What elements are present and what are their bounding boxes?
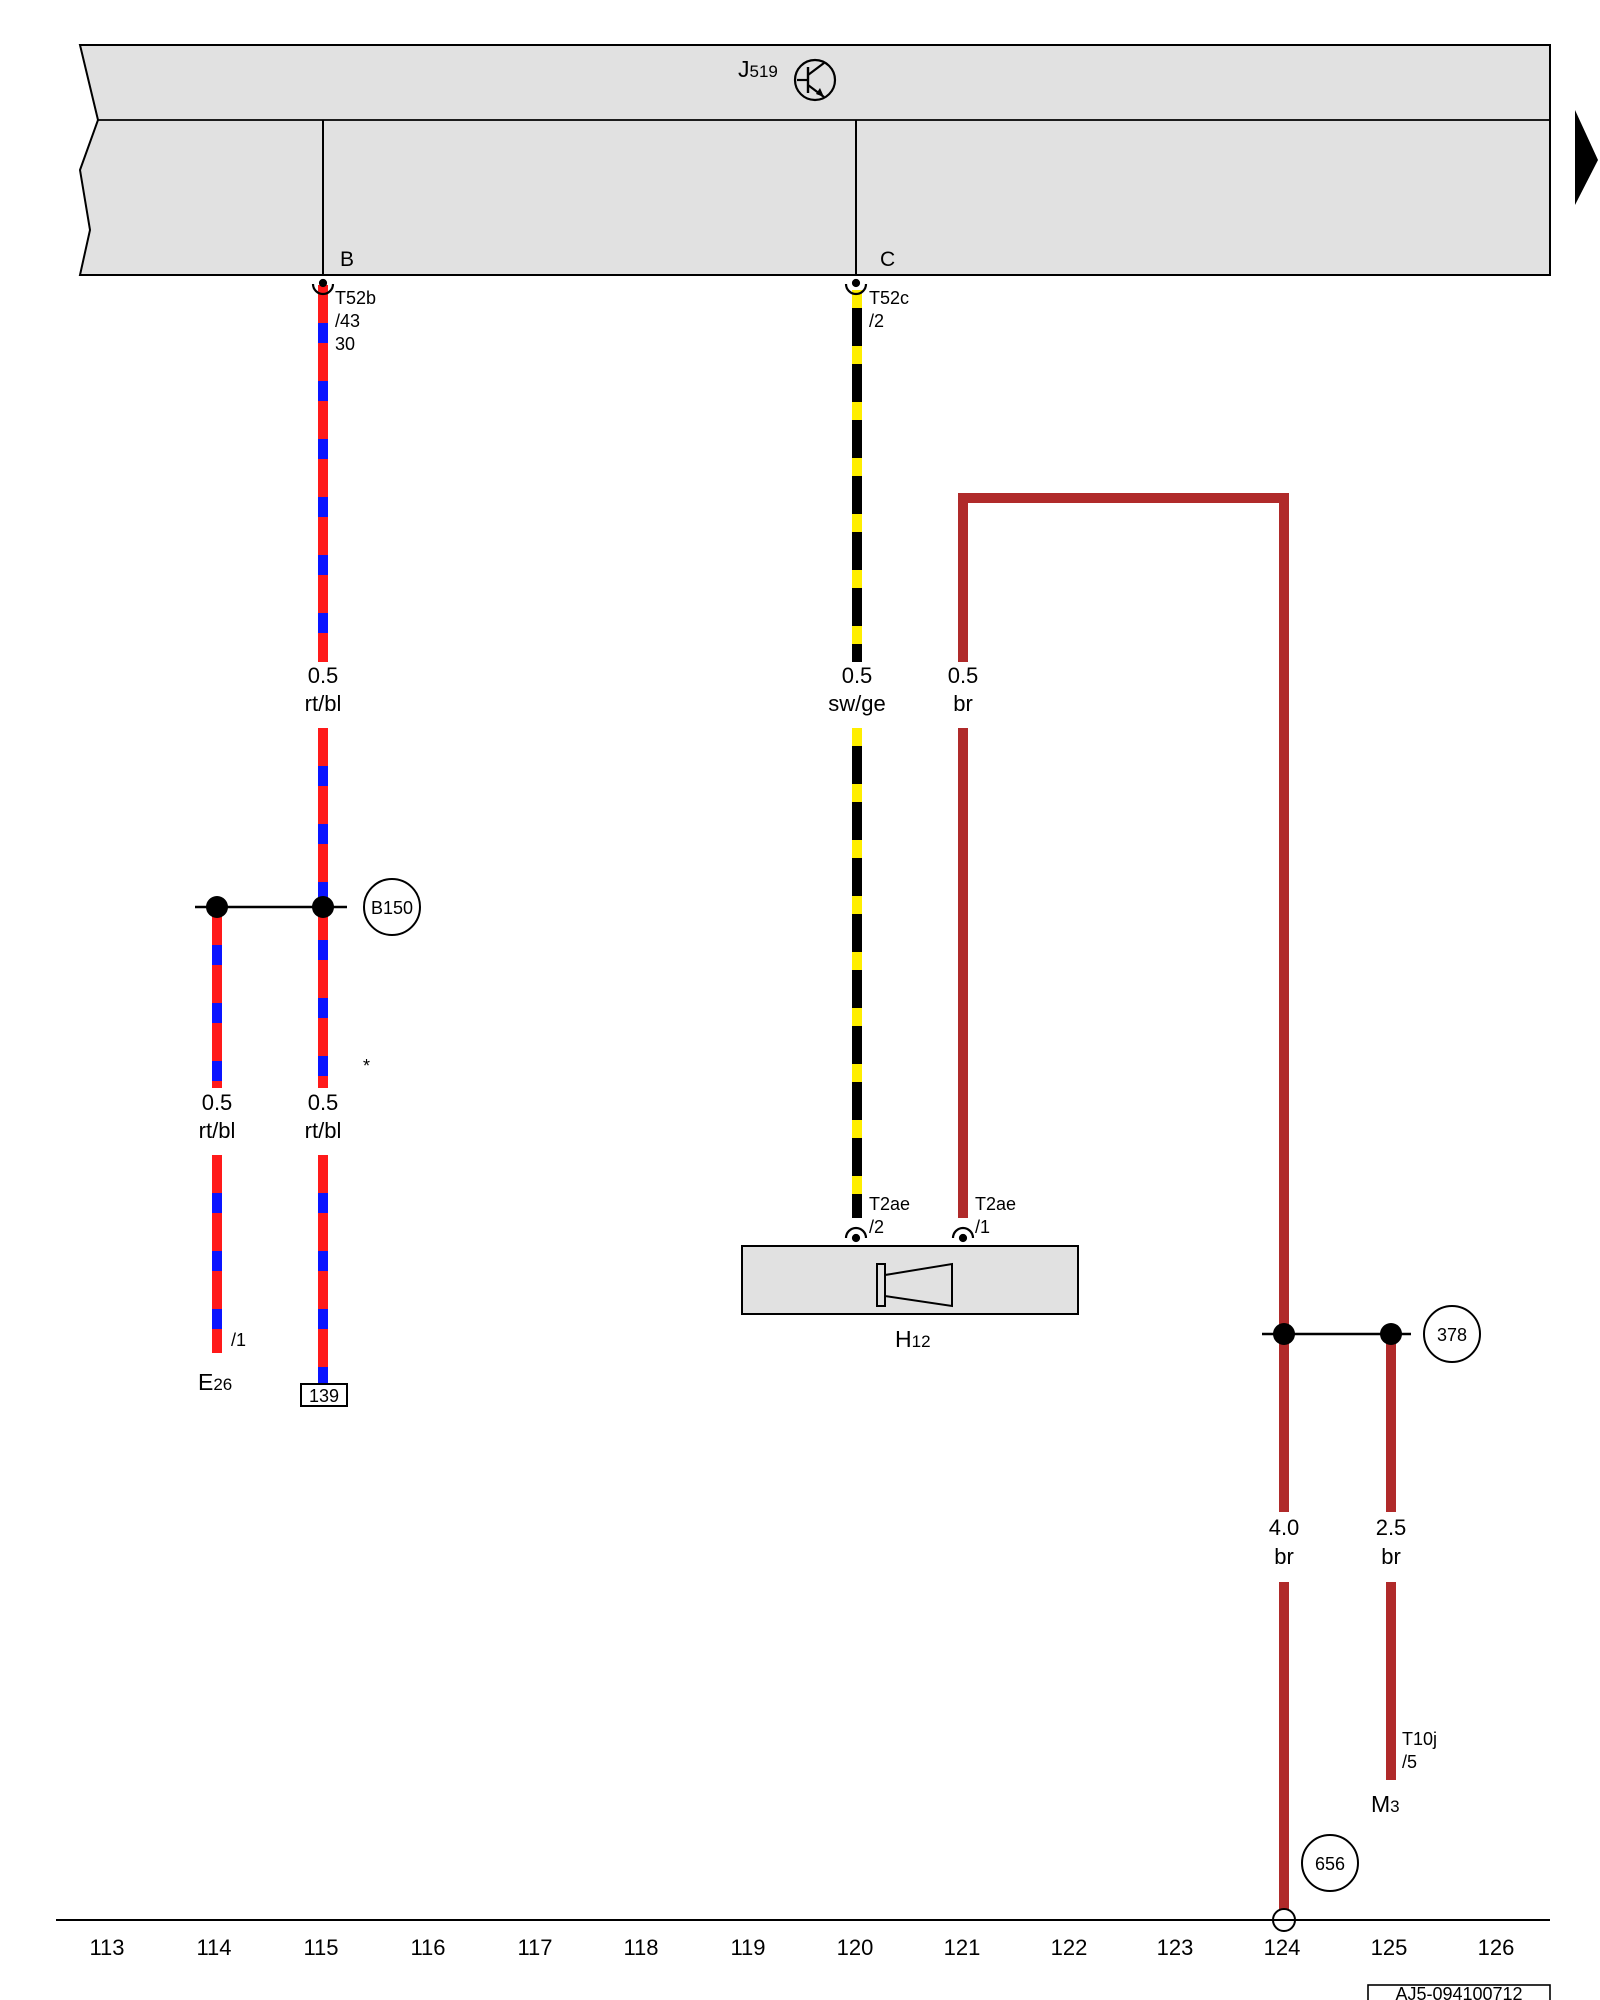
component-e26-label: E26 [198,1369,232,1395]
grid-number: 119 [730,1935,765,1960]
grid-number: 121 [944,1935,981,1960]
wire-label-color: rt/bl [305,1118,342,1143]
ref-circle-378[interactable] [1423,1305,1481,1363]
transistor-icon [793,58,837,102]
document-code: AJ5-094100712 [1367,1984,1551,2000]
ref-circle-656[interactable] [1301,1834,1359,1892]
grid-number: 118 [623,1935,658,1960]
ref-b150-label: B150 [371,898,413,918]
component-h12-horn: H12 [741,1245,1079,1352]
terminal-t2ae-2 [844,1226,868,1243]
continue-right-arrow-icon[interactable] [1575,110,1598,205]
grid-numbers: 113 114 115 116 117 118 119 120 121 122 … [89,1935,1514,1960]
ref-circle-b150[interactable] [363,878,421,936]
horn-icon [876,1262,953,1308]
grid-number: 117 [517,1935,552,1960]
splice-378: 378 [1262,1305,1481,1363]
document-code-label: AJ5-094100712 [1395,1984,1522,2000]
wire-label-gauge: 0.5 [948,663,979,688]
control-unit-j519: J519 B C [78,44,1551,276]
wire-121-brown [958,493,1289,1512]
connector-t52c-label: T52c /2 [869,288,914,331]
grid-number: 124 [1264,1935,1301,1960]
horn-housing [741,1245,1079,1315]
e26-pin-label: /1 [231,1330,246,1350]
connector-t10j-label: T10j /5 [1402,1729,1442,1772]
wire-label-color: br [953,691,973,716]
wire-label-gauge: 0.5 [308,1090,339,1115]
control-unit-label: J519 [738,56,778,82]
connector-t2ae-2-label: T2ae /2 [869,1194,915,1237]
grid-number: 125 [1371,1935,1408,1960]
grid-number: 126 [1478,1935,1515,1960]
ref-box-139-label: 139 [309,1386,339,1406]
wire-label-gauge: 2.5 [1376,1515,1407,1540]
ground-656: 656 [1272,1834,1359,1932]
pin-c-label: C [880,248,895,271]
wire-label-color: br [1381,1544,1401,1569]
component-h12-label: H12 [895,1326,931,1352]
ref-656-label: 656 [1315,1854,1345,1874]
terminal-t52c [844,278,868,296]
control-unit-outline [78,44,1551,276]
reference-box-139[interactable]: 139 [300,1383,348,1407]
wire-label-gauge: 0.5 [308,663,339,688]
asterisk-note: * [363,1056,370,1076]
grid-number: 120 [837,1935,874,1960]
grid-number: 122 [1051,1935,1088,1960]
splice-b150: B150 [195,878,421,936]
grid-number: 113 [89,1935,124,1960]
ref-378-label: 378 [1437,1325,1467,1345]
pin-b-label: B [340,248,354,271]
wire-label-color: rt/bl [199,1118,236,1143]
wire-label-gauge: 0.5 [202,1090,233,1115]
grid-number: 116 [410,1935,445,1960]
wire-label-gauge: 0.5 [842,663,873,688]
wire-label-gauge: 4.0 [1269,1515,1300,1540]
wire-labels: 0.5 rt/bl 0.5 rt/bl 0.5 rt/bl 0.5 sw/ge … [199,663,1407,1569]
connector-t2ae-1-label: T2ae /1 [975,1194,1021,1237]
connector-t52b-label: T52b /43 30 [335,288,381,354]
wire-label-color: rt/bl [305,691,342,716]
grid-number: 115 [303,1935,338,1960]
wire-label-color: br [1274,1544,1294,1569]
grid-number: 114 [196,1935,231,1960]
component-m3-label: M3 [1371,1791,1400,1817]
terminal-t52b [311,278,335,296]
wire-label-color: sw/ge [828,691,885,716]
grid-number: 123 [1157,1935,1194,1960]
terminal-t2ae-1 [951,1226,975,1243]
